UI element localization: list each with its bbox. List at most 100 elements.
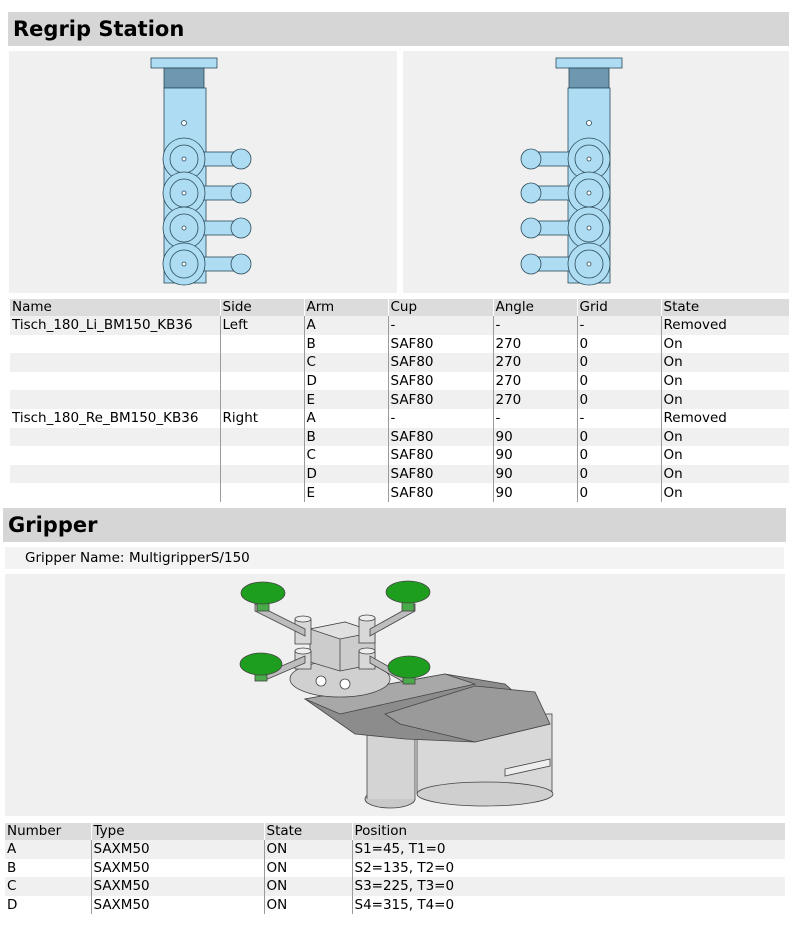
regrip-table: Name Side Arm Cup Angle Grid State Tisch…	[10, 299, 789, 502]
gripper-name-value: MultigripperS/150	[129, 550, 250, 566]
table-row: B SAF80 90 0 On	[10, 427, 789, 447]
cell-grid: 0	[576, 464, 661, 484]
cell-side: Left	[219, 316, 304, 335]
table-row: D SAXM50 ON S4=315, T4=0	[5, 895, 785, 915]
cell-cup: SAF80	[387, 371, 493, 391]
cell-cup: -	[387, 408, 493, 428]
cell-arm: B	[303, 427, 388, 447]
column-header-side: Side	[219, 299, 304, 316]
table-row: C SAXM50 ON S3=225, T3=0	[5, 877, 785, 896]
cell-side	[219, 353, 304, 372]
cell-grid: 0	[576, 446, 661, 465]
cell-angle: 90	[492, 427, 577, 447]
cell-position: S3=225, T3=0	[351, 877, 785, 896]
cell-arm: D	[303, 371, 388, 391]
cell-name	[10, 427, 220, 447]
cell-angle: 270	[492, 371, 577, 391]
column-header-number: Number	[5, 823, 91, 840]
cell-side	[219, 446, 304, 465]
cell-position: S2=135, T2=0	[351, 858, 785, 878]
regrip-table-header: Name Side Arm Cup Angle Grid State	[10, 299, 789, 316]
cell-arm: B	[303, 334, 388, 354]
cell-side: Right	[219, 408, 304, 428]
regrip-station-header: Regrip Station	[8, 12, 789, 46]
cell-state: On	[660, 483, 789, 502]
column-header-state: State	[660, 299, 789, 316]
cell-number: C	[5, 877, 91, 896]
cell-state: On	[660, 427, 789, 447]
cell-type: SAXM50	[90, 858, 264, 878]
cell-cup: SAF80	[387, 464, 493, 484]
cell-cup: SAF80	[387, 427, 493, 447]
cell-state: ON	[263, 895, 352, 915]
gripper-name-row: Gripper Name: MultigripperS/150	[5, 547, 784, 569]
cell-grid: 0	[576, 427, 661, 447]
cell-cup: SAF80	[387, 334, 493, 354]
cell-cup: SAF80	[387, 390, 493, 409]
cell-side	[219, 464, 304, 484]
cell-grid: -	[576, 408, 661, 428]
column-header-type: Type	[90, 823, 264, 840]
column-header-state: State	[263, 823, 352, 840]
table-row: Tisch_180_Li_BM150_KB36 Left A - - - Rem…	[10, 316, 789, 335]
cell-state: ON	[263, 840, 352, 859]
table-row: B SAF80 270 0 On	[10, 334, 789, 354]
cell-type: SAXM50	[90, 877, 264, 896]
table-row: D SAF80 270 0 On	[10, 371, 789, 391]
cell-grid: 0	[576, 371, 661, 391]
table-row: C SAF80 90 0 On	[10, 446, 789, 465]
cell-arm: A	[303, 316, 388, 335]
cell-side	[219, 371, 304, 391]
cell-position: S4=315, T4=0	[351, 895, 785, 915]
cell-arm: C	[303, 353, 388, 372]
cell-number: B	[5, 858, 91, 878]
regrip-view-left	[9, 51, 397, 293]
cell-state: Removed	[660, 316, 789, 335]
cell-type: SAXM50	[90, 895, 264, 915]
cell-arm: E	[303, 390, 388, 409]
cell-state: On	[660, 334, 789, 354]
cell-side	[219, 483, 304, 502]
cell-angle: -	[492, 316, 577, 335]
table-row: C SAF80 270 0 On	[10, 353, 789, 372]
cell-cup: SAF80	[387, 483, 493, 502]
table-row: A SAXM50 ON S1=45, T1=0	[5, 840, 785, 859]
cell-side	[219, 334, 304, 354]
cell-state: Removed	[660, 408, 789, 428]
cell-name: Tisch_180_Re_BM150_KB36	[10, 408, 220, 428]
cell-type: SAXM50	[90, 840, 264, 859]
table-row: D SAF80 90 0 On	[10, 464, 789, 484]
table-row: Tisch_180_Re_BM150_KB36 Right A - - - Re…	[10, 408, 789, 428]
column-header-position: Position	[351, 823, 785, 840]
cell-angle: 90	[492, 483, 577, 502]
cell-grid: -	[576, 316, 661, 335]
gripper-table-header: Number Type State Position	[5, 823, 785, 840]
cell-name	[10, 390, 220, 409]
cell-name	[10, 483, 220, 502]
cell-name	[10, 353, 220, 372]
cell-angle: 90	[492, 446, 577, 465]
table-row: E SAF80 270 0 On	[10, 390, 789, 409]
cell-number: A	[5, 840, 91, 859]
gripper-header: Gripper	[3, 508, 786, 542]
cell-state: On	[660, 353, 789, 372]
cell-name	[10, 334, 220, 354]
column-header-arm: Arm	[303, 299, 388, 316]
cell-angle: -	[492, 408, 577, 428]
gripper-name-label: Gripper Name:	[25, 550, 125, 566]
cell-state: On	[660, 464, 789, 484]
gripper-view	[5, 574, 785, 816]
cell-number: D	[5, 895, 91, 915]
cell-cup: SAF80	[387, 446, 493, 465]
cell-grid: 0	[576, 334, 661, 354]
column-header-angle: Angle	[492, 299, 577, 316]
cell-state: On	[660, 390, 789, 409]
cell-name	[10, 371, 220, 391]
cell-state: ON	[263, 877, 352, 896]
cell-name	[10, 446, 220, 465]
cell-state: On	[660, 371, 789, 391]
cell-angle: 270	[492, 334, 577, 354]
cell-angle: 270	[492, 353, 577, 372]
cell-arm: C	[303, 446, 388, 465]
column-header-cup: Cup	[387, 299, 493, 316]
